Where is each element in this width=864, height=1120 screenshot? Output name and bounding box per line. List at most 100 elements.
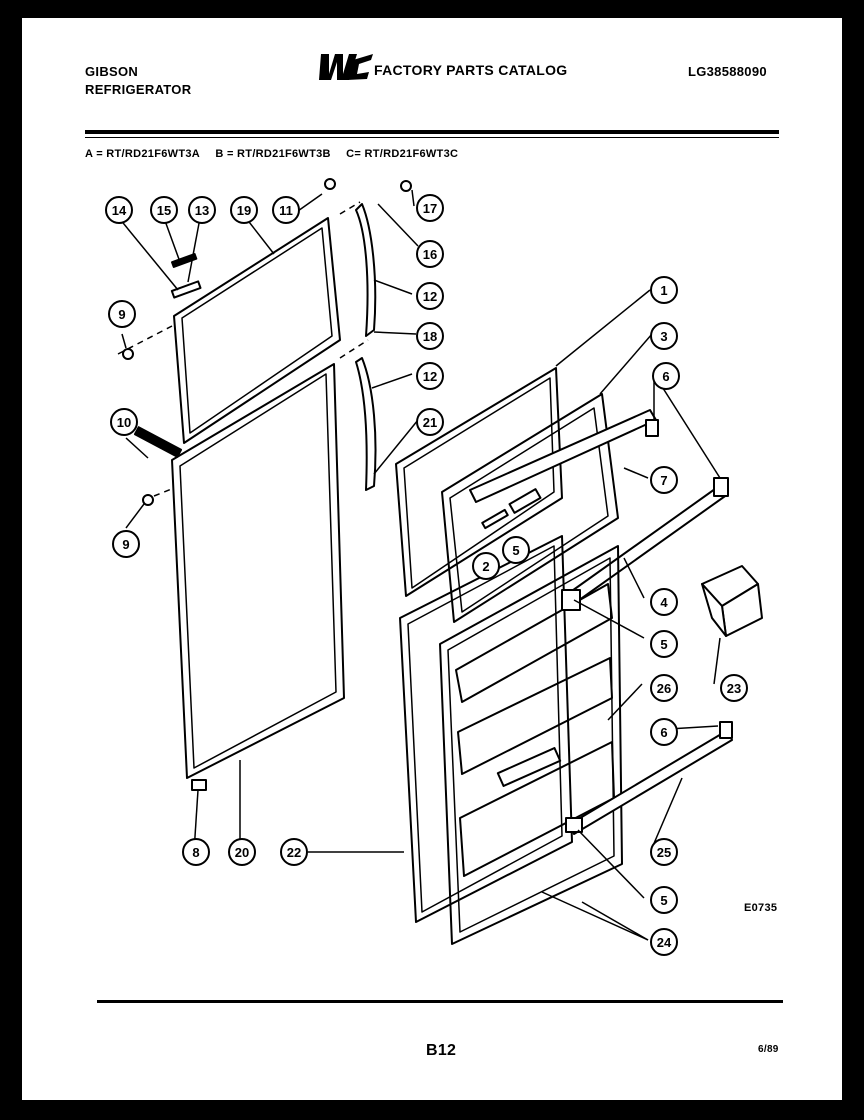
callout-label: 2 — [482, 559, 489, 574]
callout-label: 1 — [660, 283, 667, 298]
callout-16: 16 — [416, 240, 444, 268]
callout-circle — [650, 466, 678, 494]
callout-label: 8 — [192, 845, 199, 860]
bottom-hinge — [191, 779, 207, 791]
callout-label: 6 — [660, 725, 667, 740]
diagram-reference-code: E0735 — [744, 902, 778, 914]
callout-label: 17 — [423, 201, 437, 216]
callout-label: 25 — [657, 845, 671, 860]
callout-label: 22 — [287, 845, 301, 860]
header-rule-thick — [85, 130, 779, 134]
callout-circle — [416, 194, 444, 222]
callout-label: 5 — [512, 543, 519, 558]
callout-10: 10 — [110, 408, 138, 436]
freezer-door-gasket — [173, 217, 341, 444]
callout-circle — [110, 408, 138, 436]
brand-line-2: REFRIGERATOR — [85, 82, 192, 97]
callout-label: 18 — [423, 329, 437, 344]
callout-label: 12 — [423, 289, 437, 304]
callout-1: 1 — [650, 276, 678, 304]
fresh-food-door-gasket — [171, 363, 345, 779]
callout-circle — [416, 282, 444, 310]
callout-label: 14 — [112, 203, 127, 218]
callout-circle — [280, 838, 308, 866]
callout-23: 23 — [720, 674, 748, 702]
callout-label: 9 — [122, 537, 129, 552]
callout-circle — [502, 536, 530, 564]
callout-2: 2 — [472, 552, 500, 580]
freezer-door-liner — [441, 393, 657, 623]
callout-label: 4 — [660, 595, 668, 610]
callout-label: 15 — [157, 203, 171, 218]
callout-circle — [650, 838, 678, 866]
model-c: C= RT/RD21F6WT3C — [346, 148, 459, 160]
header-rule-thin — [85, 137, 779, 138]
footer-date: 6/89 — [758, 1044, 779, 1055]
callout-circle — [182, 838, 210, 866]
callout-circle — [416, 408, 444, 436]
fresh-food-shelf-bar — [565, 721, 733, 835]
callout-label: 10 — [117, 415, 131, 430]
model-legend: A = RT/RD21F6WT3A B = RT/RD21F6WT3B C= R… — [85, 148, 470, 160]
callout-13: 13 — [188, 196, 216, 224]
callout-label: 12 — [423, 369, 437, 384]
leader-lines — [117, 189, 721, 941]
callout-circle — [416, 322, 444, 350]
brand-name: GIBSON REFRIGERATOR — [85, 63, 191, 99]
callout-circle — [650, 928, 678, 956]
callout-label: 6 — [662, 369, 669, 384]
callout-8: 8 — [182, 838, 210, 866]
callout-circle — [720, 674, 748, 702]
callout-label: 16 — [423, 247, 437, 262]
callout-9: 9 — [108, 300, 136, 328]
callout-label: 5 — [660, 637, 667, 652]
callout-label: 13 — [195, 203, 209, 218]
footer-rule — [97, 1000, 783, 1003]
callout-6: 6 — [650, 718, 678, 746]
wci-logo-icon — [319, 54, 373, 80]
callout-circle — [650, 630, 678, 658]
callout-18: 18 — [416, 322, 444, 350]
callout-label: 21 — [423, 415, 437, 430]
callout-label: 19 — [237, 203, 251, 218]
door-handle-lower — [355, 357, 377, 491]
page-number: B12 — [426, 1042, 457, 1059]
callout-circle — [112, 530, 140, 558]
callout-5: 5 — [650, 630, 678, 658]
callout-15: 15 — [150, 196, 178, 224]
fresh-food-outer-gasket — [399, 535, 573, 923]
hinge-pin-lower — [142, 494, 154, 506]
callout-7: 7 — [650, 466, 678, 494]
callout-label: 5 — [660, 893, 667, 908]
callout-circle — [650, 674, 678, 702]
callout-label: 26 — [657, 681, 671, 696]
dairy-door — [701, 565, 763, 637]
callout-circle — [650, 718, 678, 746]
callout-label: 7 — [660, 473, 667, 488]
callout-5: 5 — [502, 536, 530, 564]
callout-22: 22 — [280, 838, 308, 866]
callout-circle — [650, 588, 678, 616]
model-a: A = RT/RD21F6WT3A — [85, 148, 201, 160]
callout-circle — [650, 886, 678, 914]
callout-circle — [230, 196, 258, 224]
callout-26: 26 — [650, 674, 678, 702]
callout-25: 25 — [650, 838, 678, 866]
callout-circle — [652, 362, 680, 390]
callout-6: 6 — [652, 362, 680, 390]
document-number: LG38588090 — [688, 64, 767, 79]
callout-circle — [150, 196, 178, 224]
handle-screw — [400, 180, 412, 192]
strip-13 — [170, 280, 202, 299]
callout-21: 21 — [416, 408, 444, 436]
hinge-pin-upper — [122, 348, 134, 360]
callout-circle — [650, 276, 678, 304]
freezer-inner-gasket — [395, 367, 563, 597]
callout-circle — [472, 552, 500, 580]
top-screw — [324, 178, 336, 190]
callout-label: 9 — [118, 307, 125, 322]
callout-label: 20 — [235, 845, 249, 860]
fresh-food-door-liner — [439, 545, 623, 945]
callout-circle — [650, 322, 678, 350]
